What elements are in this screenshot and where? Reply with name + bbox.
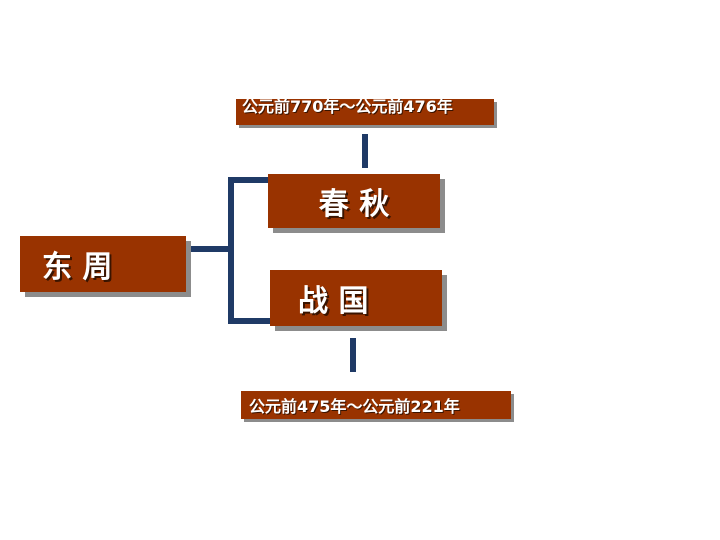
period-chunqiu: 公元前770年～公元前476年 <box>236 99 494 125</box>
connector-vertical-trunk <box>228 177 234 324</box>
node-dongzhou-label: 东 周 <box>42 250 113 285</box>
period-chunqiu-label: 公元前770年～公元前476年 <box>242 97 453 116</box>
node-dongzhou: 东 周 <box>20 236 186 292</box>
node-chunqiu: 春 秋 <box>268 174 440 228</box>
connector-to-zhanguo <box>228 318 272 324</box>
connector-to-chunqiu <box>228 177 270 183</box>
period-zhanguo-label: 公元前475年～公元前221年 <box>249 397 460 416</box>
node-chunqiu-label: 春 秋 <box>318 187 390 222</box>
node-zhanguo-label: 战 国 <box>298 284 369 319</box>
node-zhanguo: 战 国 <box>270 270 442 326</box>
connector-root-horizontal <box>186 246 232 252</box>
period-zhanguo: 公元前475年～公元前221年 <box>241 391 511 419</box>
connector-zhanguo-date <box>350 338 356 372</box>
connector-chunqiu-date <box>362 134 368 168</box>
